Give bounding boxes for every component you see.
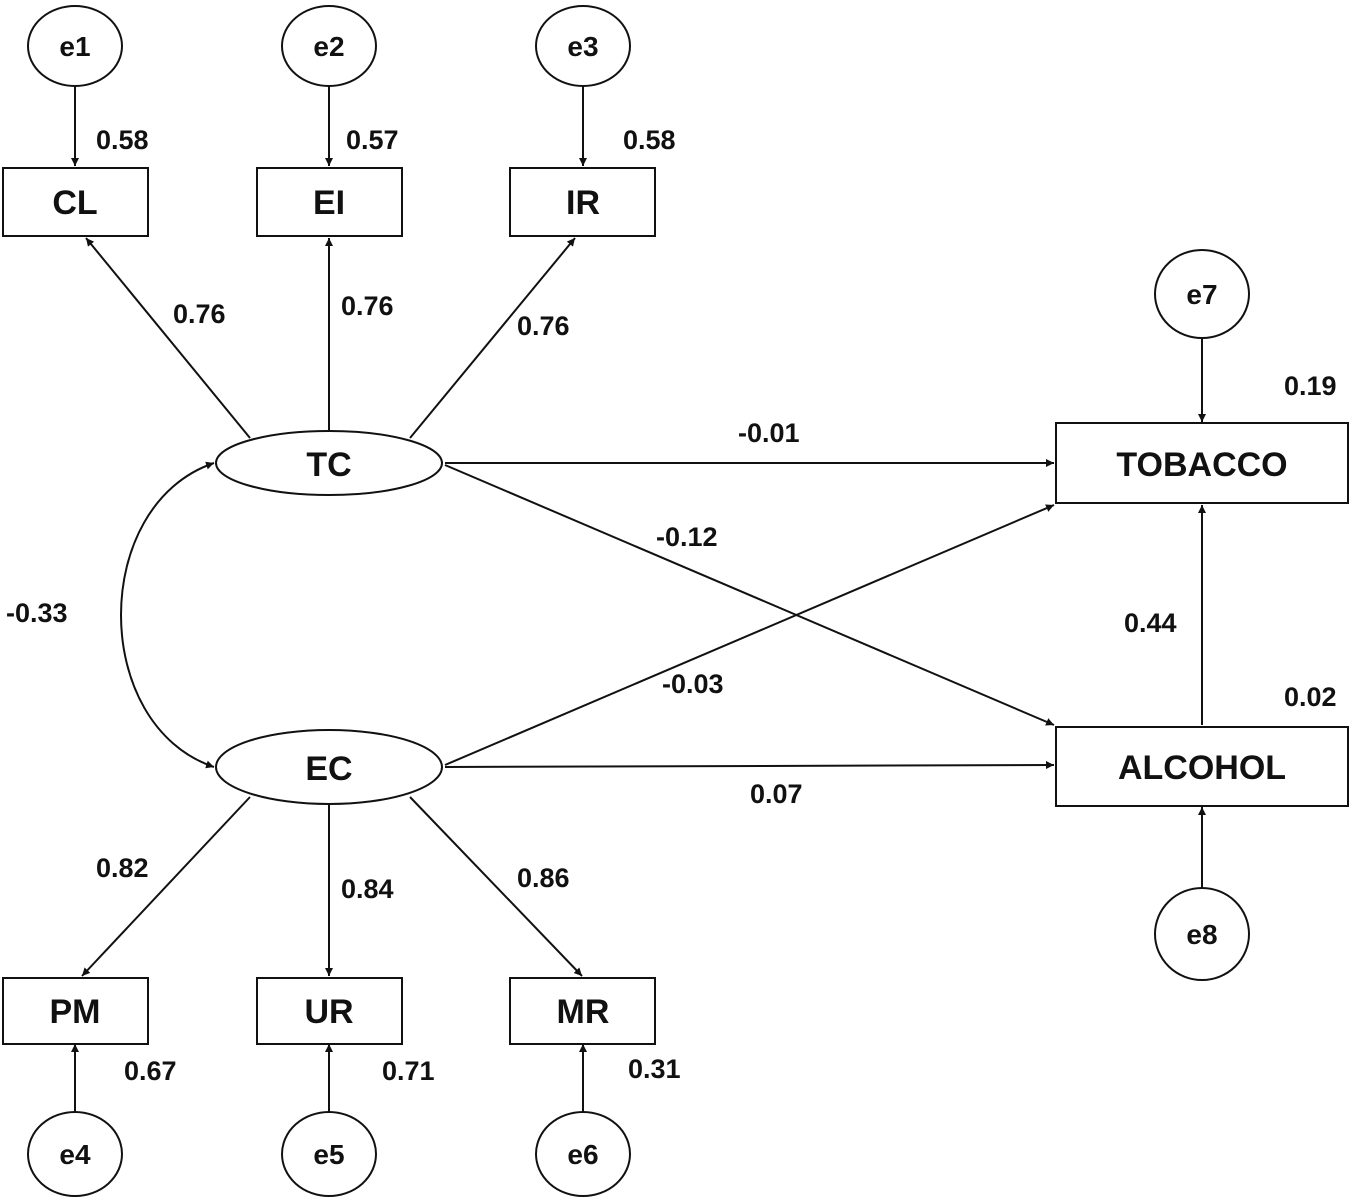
coef-tc-ir: 0.76 xyxy=(517,311,570,341)
indicators: CL EI IR PM UR MR xyxy=(2,167,656,1045)
error-e5: e5 xyxy=(281,1111,377,1197)
edge-ec-pm xyxy=(81,796,251,977)
coef-ec-pm: 0.82 xyxy=(96,853,149,883)
coef-e2-ei: 0.57 xyxy=(346,125,399,155)
coef-tc-ei: 0.76 xyxy=(341,291,394,321)
error-e2: e2 xyxy=(281,5,377,87)
error-e8: e8 xyxy=(1154,887,1250,981)
outcome-alcohol: ALCOHOL xyxy=(1055,726,1349,807)
coef-e5-ur: 0.71 xyxy=(382,1056,435,1086)
indicator-pm-label: PM xyxy=(50,993,101,1031)
error-e3-label: e3 xyxy=(567,31,598,62)
coef-tc-tobacco: -0.01 xyxy=(738,418,800,448)
indicator-ei-label: EI xyxy=(313,184,345,222)
coef-tc-alcohol: -0.12 xyxy=(656,522,718,552)
error-e1: e1 xyxy=(27,5,123,87)
indicator-cl-label: CL xyxy=(52,184,97,222)
coef-e4-pm: 0.67 xyxy=(124,1056,177,1086)
outcome-tobacco: TOBACCO xyxy=(1055,422,1349,504)
coefficient-labels: 0.58 0.57 0.58 0.76 0.76 0.76 -0.33 -0.0… xyxy=(6,125,1337,1086)
error-e4: e4 xyxy=(27,1111,123,1197)
latent-tc-label: TC xyxy=(306,446,351,484)
indicator-ur-label: UR xyxy=(304,993,353,1031)
indicator-mr-label: MR xyxy=(557,993,610,1031)
edge-tc-ir xyxy=(409,237,576,439)
coef-ec-alcohol: 0.07 xyxy=(750,779,803,809)
indicator-cl: CL xyxy=(2,167,149,237)
latent-constructs: TC EC xyxy=(215,430,443,805)
coef-tobacco-r2: 0.19 xyxy=(1284,371,1337,401)
coef-ec-tobacco: -0.03 xyxy=(662,669,724,699)
error-terms: e1 e2 e3 e7 e8 e4 e5 e6 xyxy=(27,5,1250,1197)
error-e7-label: e7 xyxy=(1186,279,1217,310)
error-e8-label: e8 xyxy=(1186,919,1217,950)
outcome-tobacco-label: TOBACCO xyxy=(1116,446,1287,484)
error-e1-label: e1 xyxy=(59,31,90,62)
error-e2-label: e2 xyxy=(313,31,344,62)
edges xyxy=(71,86,1206,1112)
latent-ec: EC xyxy=(215,729,443,805)
indicator-ei: EI xyxy=(256,167,403,237)
coef-ec-ur: 0.84 xyxy=(341,874,394,904)
indicator-ir: IR xyxy=(509,167,656,237)
indicator-ir-label: IR xyxy=(566,184,600,222)
outcomes: TOBACCO ALCOHOL xyxy=(1055,422,1349,807)
coef-alcohol-r2: 0.02 xyxy=(1284,682,1337,712)
outcome-alcohol-label: ALCOHOL xyxy=(1118,749,1286,787)
indicator-ur: UR xyxy=(256,977,403,1045)
edge-ec-tobacco xyxy=(444,504,1055,766)
latent-tc: TC xyxy=(215,430,443,496)
edge-tc-cl xyxy=(85,237,251,439)
error-e4-label: e4 xyxy=(59,1139,91,1170)
coef-e3-ir: 0.58 xyxy=(623,125,676,155)
coef-alcohol-tobacco: 0.44 xyxy=(1124,608,1177,638)
coef-ec-mr: 0.86 xyxy=(517,863,570,893)
coef-tc-ec-covariance: -0.33 xyxy=(6,598,68,628)
edge-tc-alcohol xyxy=(444,464,1055,726)
indicator-mr: MR xyxy=(509,977,656,1045)
edge-tc-ec-covariance xyxy=(120,461,215,769)
edge-ec-alcohol xyxy=(444,761,1055,770)
coef-tc-cl: 0.76 xyxy=(173,299,226,329)
coef-e1-cl: 0.58 xyxy=(96,125,149,155)
error-e7: e7 xyxy=(1154,249,1250,339)
error-e5-label: e5 xyxy=(313,1139,344,1170)
error-e3: e3 xyxy=(535,5,631,87)
edge-ec-mr xyxy=(409,796,583,977)
error-e6: e6 xyxy=(535,1111,631,1197)
indicator-pm: PM xyxy=(2,977,149,1045)
latent-ec-label: EC xyxy=(305,750,352,788)
coef-e6-mr: 0.31 xyxy=(628,1054,681,1084)
error-e6-label: e6 xyxy=(567,1139,598,1170)
